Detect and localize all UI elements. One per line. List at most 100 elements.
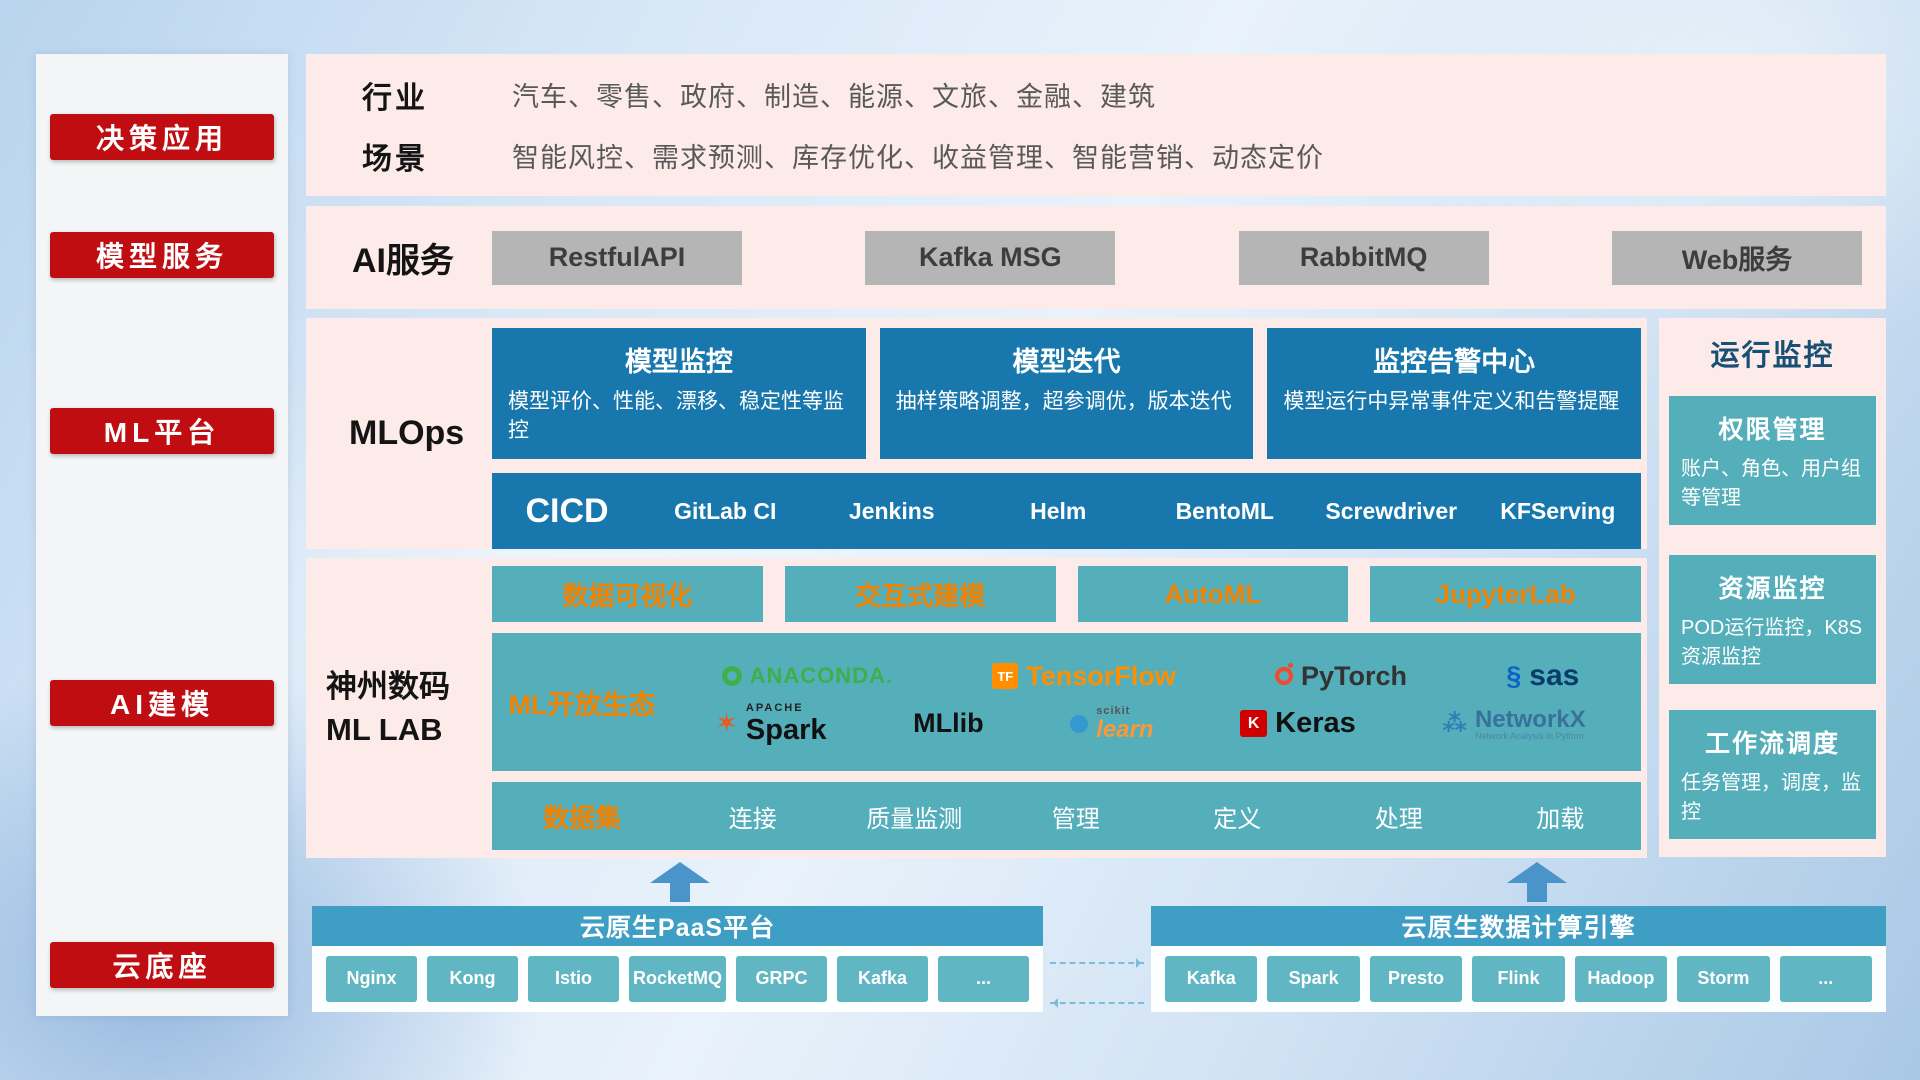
keras-k-icon <box>1240 710 1268 738</box>
ai-service-restfulapi: RestfulAPI <box>492 230 742 285</box>
dataflow-arrow-right-icon <box>1050 958 1144 968</box>
paas-up-arrow-icon <box>650 862 710 902</box>
engine-up-arrow-icon <box>1507 862 1567 902</box>
category-badge-decision-apps: 决策应用 <box>50 114 274 160</box>
keras-logo: Keras <box>1240 707 1356 740</box>
arrow-head <box>650 862 710 883</box>
cicd-tool-bentoml: BentoML <box>1175 497 1274 524</box>
scikit-caption: scikit <box>1096 704 1131 717</box>
card-title: 监控告警中心 <box>1373 347 1536 377</box>
data-engine-bar: 云原生数据计算引擎 Kafka Spark Presto Flink Hadoo… <box>1151 906 1886 1012</box>
chip-flink: Flink <box>1472 956 1565 1002</box>
mlops-content: 模型监控 模型评价、性能、漂移、稳定性等监控 模型迭代 抽样策略调整，超参调优，… <box>492 328 1642 549</box>
scenario-label: 场景 <box>362 142 428 176</box>
ml-lab-feature-buttons: 数据可视化 交互式建模 AutoML JupyterLab <box>492 566 1641 622</box>
chip-more: ... <box>938 956 1030 1002</box>
chip-grpc: GRPC <box>736 956 828 1002</box>
spark-text-stack: APACHE Spark <box>745 702 827 746</box>
scikit-learn-logo: scikit learn <box>1070 704 1154 742</box>
dataset-item-connect: 连接 <box>728 805 777 833</box>
anaconda-logo: ANACONDA. <box>721 663 893 689</box>
tensorflow-logo: TensorFlow <box>992 661 1176 692</box>
arrow-stem <box>1527 883 1547 902</box>
left-category-rail: 决策应用 模型服务 ML平台 AI建模 云底座 <box>36 54 288 1016</box>
card-alert-center: 监控告警中心 模型运行中异常事件定义和告警提醒 <box>1267 328 1642 459</box>
ai-services-buttons: RestfulAPI Kafka MSG RabbitMQ Web服务 <box>492 230 1862 285</box>
card-title: 工作流调度 <box>1704 730 1840 758</box>
ai-services-panel: AI服务 RestfulAPI Kafka MSG RabbitMQ Web服务 <box>306 206 1886 309</box>
ecosystem-logos: ANACONDA. TensorFlow PyTorch sas <box>672 659 1641 745</box>
feature-jupyterlab: JupyterLab <box>1370 566 1641 622</box>
cicd-label: CICD <box>525 491 609 530</box>
tensorflow-logo-text: TensorFlow <box>1026 660 1176 691</box>
ml-lab-content: 数据可视化 交互式建模 AutoML JupyterLab ML开放生态 ANA… <box>492 566 1641 850</box>
category-badge-ml-platform: ML平台 <box>50 408 274 454</box>
runtime-monitoring-panel: 运行监控 权限管理 账户、角色、用户组等管理 资源监控 POD运行监控，K8S资… <box>1659 318 1886 857</box>
card-desc: POD运行监控，K8S资源监控 <box>1681 617 1863 668</box>
ml-lab-label-line2: ML LAB <box>326 712 443 747</box>
card-desc: 模型评价、性能、漂移、稳定性等监控 <box>508 390 844 443</box>
chip-hadoop: Hadoop <box>1574 956 1668 1002</box>
dataset-bar: 数据集 连接 质量监测 管理 定义 处理 加载 <box>492 782 1641 850</box>
ai-service-kafka-msg: Kafka MSG <box>865 230 1116 285</box>
networkx-logo-text: NetworkX <box>1474 705 1586 733</box>
networkx-caption: Network Analysis in Python <box>1474 730 1584 741</box>
arrow-head <box>1507 862 1567 883</box>
paas-chip-strip: Nginx Kong Istio RocketMQ GRPC Kafka ... <box>312 946 1043 1012</box>
logo-row-2: APACHE Spark MLlib scikit learn <box>672 702 1629 746</box>
mlops-panel: MLOps 模型监控 模型评价、性能、漂移、稳定性等监控 模型迭代 抽样策略调整… <box>306 318 1647 549</box>
feature-data-visualization: 数据可视化 <box>492 566 763 622</box>
dataset-item-define: 定义 <box>1213 805 1262 833</box>
dataset-item-load: 加载 <box>1536 805 1585 833</box>
dataset-item-manage: 管理 <box>1051 805 1100 833</box>
spark-star-icon <box>715 708 738 739</box>
pytorch-flame-icon <box>1275 663 1294 685</box>
category-badge-model-service: 模型服务 <box>50 232 274 278</box>
spark-logo-text: Spark <box>745 713 827 746</box>
feature-automl: AutoML <box>1077 566 1349 622</box>
networkx-logo: NetworkX Network Analysis in Python <box>1442 705 1586 742</box>
chip-nginx: Nginx <box>326 956 417 1002</box>
dataset-label: 数据集 <box>542 802 621 833</box>
paas-platform-bar: 云原生PaaS平台 Nginx Kong Istio RocketMQ GRPC… <box>312 906 1043 1012</box>
dataset-item-quality: 质量监测 <box>866 805 963 833</box>
pytorch-logo: PyTorch <box>1275 661 1407 692</box>
category-badge-ai-modeling: AI建模 <box>50 680 274 726</box>
ml-lab-label-line1: 神州数码 <box>326 668 450 704</box>
mlops-label: MLOps <box>349 414 465 452</box>
engine-chip-strip: Kafka Spark Presto Flink Hadoop Storm ..… <box>1151 946 1886 1012</box>
industry-value: 汽车、零售、政府、制造、能源、文旅、金融、建筑 <box>512 82 1156 112</box>
keras-logo-text: Keras <box>1275 707 1356 740</box>
mllib-logo: MLlib <box>913 708 983 739</box>
scikit-learn-icon <box>1070 714 1089 733</box>
cicd-tool-kfserving: KFServing <box>1500 497 1616 524</box>
chip-presto: Presto <box>1369 956 1463 1002</box>
card-desc: 任务管理，调度，监控 <box>1681 772 1861 823</box>
feature-interactive-modeling: 交互式建模 <box>784 566 1056 622</box>
ml-lab-panel: 神州数码 ML LAB 数据可视化 交互式建模 AutoML JupyterLa… <box>306 558 1647 858</box>
category-badge-cloud-base: 云底座 <box>50 942 274 988</box>
apache-spark-logo: APACHE Spark <box>715 702 827 746</box>
pytorch-logo-text: PyTorch <box>1301 660 1408 691</box>
tensorflow-icon <box>992 663 1019 689</box>
scikit-text-stack: scikit learn <box>1096 704 1153 742</box>
spark-caption: APACHE <box>745 702 804 714</box>
cicd-toolbar: CICD GitLab CI Jenkins Helm BentoML Scre… <box>492 473 1641 549</box>
card-desc: 抽样策略调整，超参调优，版本迭代 <box>895 390 1232 413</box>
industry-scenario-panel: 行业 汽车、零售、政府、制造、能源、文旅、金融、建筑 场景 智能风控、需求预测、… <box>306 54 1886 196</box>
chip-more: ... <box>1779 956 1872 1002</box>
sas-wave-icon <box>1506 661 1521 692</box>
networkx-graph-icon <box>1442 709 1467 738</box>
chip-storm: Storm <box>1677 956 1770 1002</box>
ml-ecosystem-box: ML开放生态 ANACONDA. TensorFlow <box>492 633 1641 771</box>
card-title: 资源监控 <box>1718 575 1827 603</box>
card-model-iteration: 模型迭代 抽样策略调整，超参调优，版本迭代 <box>879 328 1254 459</box>
data-engine-title: 云原生数据计算引擎 <box>1151 906 1886 946</box>
card-title: 权限管理 <box>1718 416 1827 444</box>
ai-services-label: AI服务 <box>352 242 454 280</box>
card-model-monitoring: 模型监控 模型评价、性能、漂移、稳定性等监控 <box>492 328 866 459</box>
card-resource-monitoring: 资源监控 POD运行监控，K8S资源监控 <box>1669 555 1876 684</box>
cicd-tool-jenkins: Jenkins <box>848 497 935 524</box>
industry-label: 行业 <box>362 81 428 115</box>
